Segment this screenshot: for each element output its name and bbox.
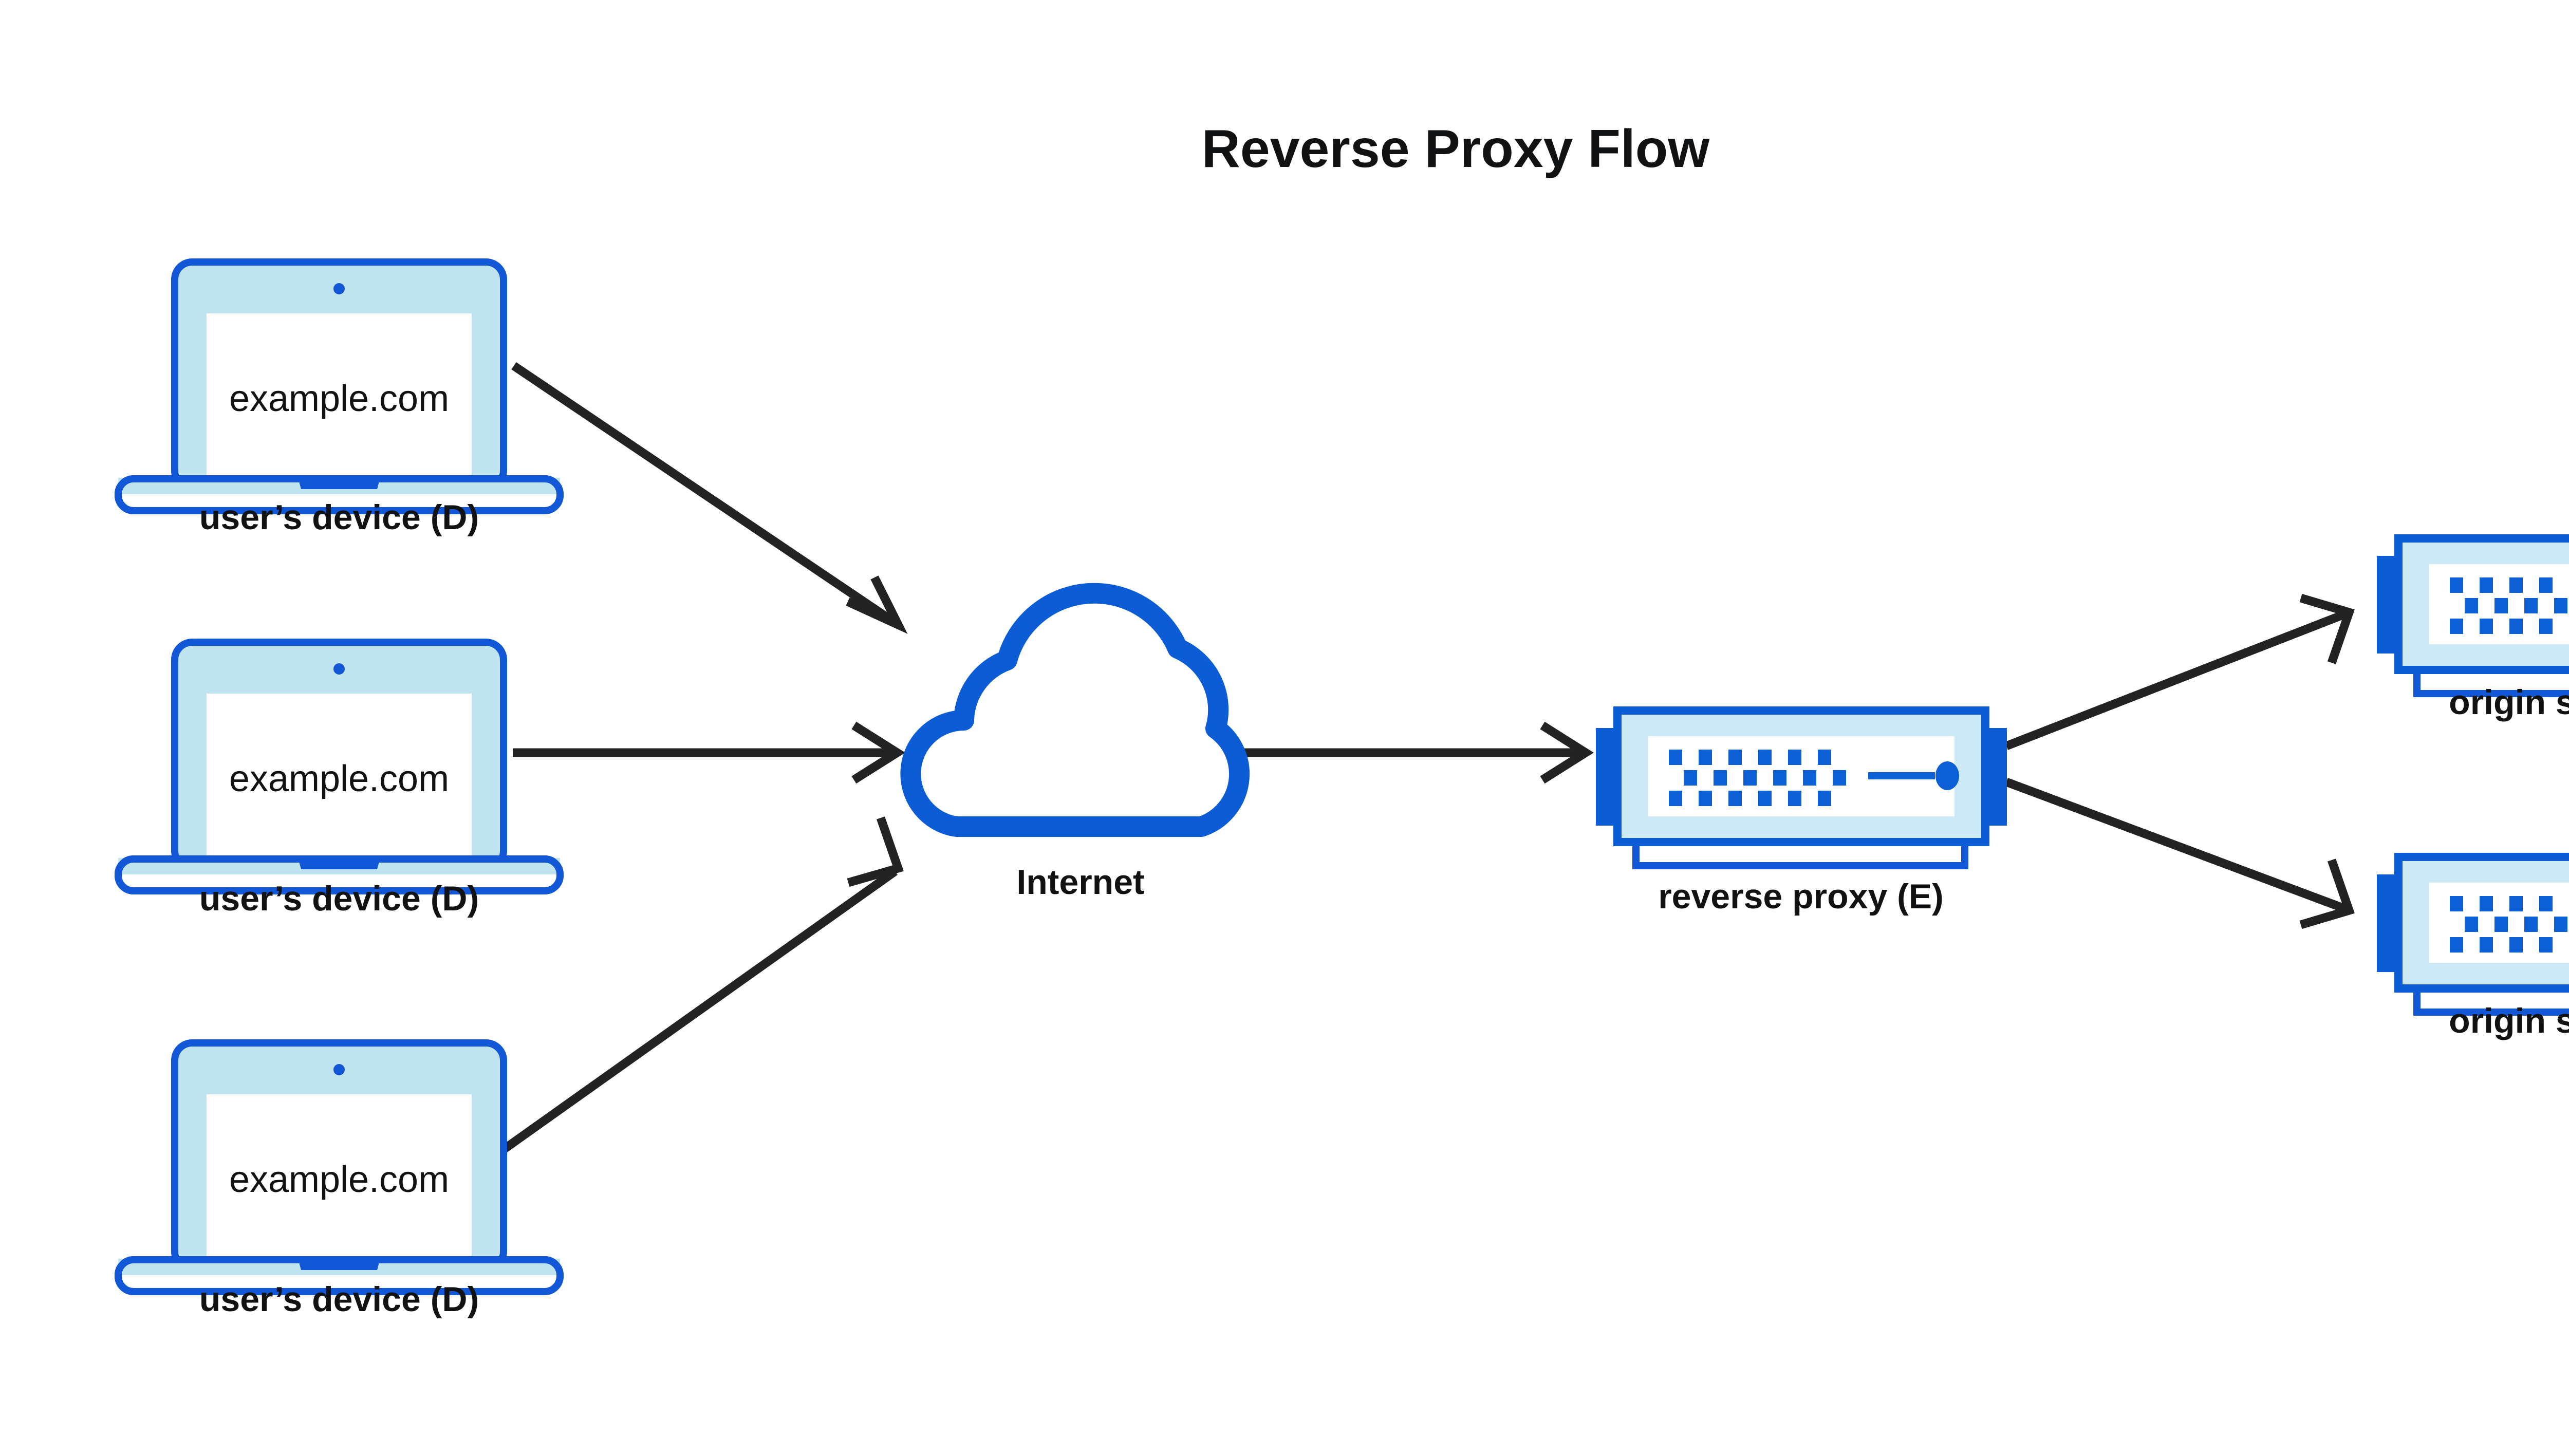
node-user-device-top[interactable]: example.com user’s device (D) <box>118 262 560 537</box>
arrow-device-top-to-cloud <box>511 362 908 634</box>
node-user-device-middle[interactable]: example.com user’s device (D) <box>118 642 560 918</box>
page-title: Reverse Proxy Flow <box>1202 119 1710 179</box>
device-screen-text: example.com <box>229 1159 449 1200</box>
device-screen-text: example.com <box>229 378 449 419</box>
node-origin-server-top[interactable]: origin server (F) <box>2377 538 2569 722</box>
connections-layer <box>495 362 2355 1158</box>
node-origin-server-bottom[interactable]: origin server (F) <box>2377 857 2569 1040</box>
arrow-reverse-proxy-to-origin-top <box>2004 593 2355 750</box>
server-icon <box>2377 538 2569 694</box>
node-label-user-device-middle: user’s device (D) <box>199 879 479 918</box>
node-user-device-bottom[interactable]: example.com user’s device (D) <box>118 1043 560 1319</box>
node-label-origin-server-bottom: origin server (F) <box>2449 1001 2569 1040</box>
node-label-user-device-bottom: user’s device (D) <box>199 1280 479 1319</box>
node-internet-cloud[interactable]: Internet <box>900 583 1250 902</box>
arrow-device-middle-to-cloud <box>513 721 905 784</box>
node-label-user-device-top: user’s device (D) <box>199 498 479 537</box>
cloud-icon <box>900 583 1250 837</box>
arrow-cloud-to-reverse-proxy <box>1232 721 1594 784</box>
device-screen-text: example.com <box>229 758 449 799</box>
node-label-internet: Internet <box>1016 863 1144 902</box>
server-icon <box>1596 711 2007 866</box>
server-icon <box>2377 857 2569 1012</box>
arrow-reverse-proxy-to-origin-bottom <box>2005 778 2355 929</box>
arrow-device-bottom-to-cloud <box>495 816 904 1158</box>
node-label-origin-server-top: origin server (F) <box>2449 683 2569 722</box>
node-label-reverse-proxy: reverse proxy (E) <box>1658 877 1944 916</box>
node-reverse-proxy[interactable]: reverse proxy (E) <box>1596 711 2007 916</box>
